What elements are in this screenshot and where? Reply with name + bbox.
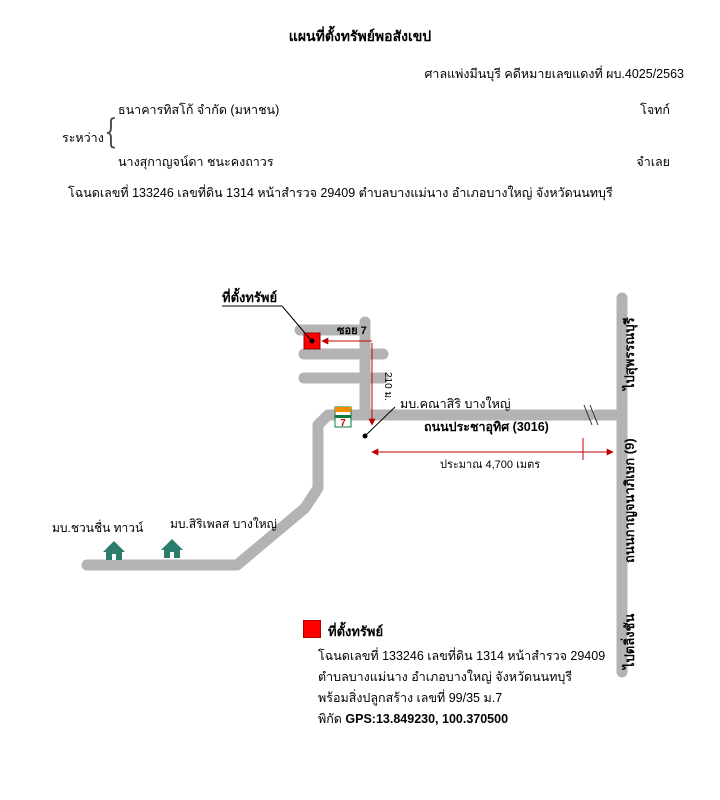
property-dot bbox=[309, 338, 315, 344]
village-2-label: มบ.สิริเพลส บางใหญ่ bbox=[170, 517, 277, 531]
distance-4700-label: ประมาณ 4,700 เมตร bbox=[440, 459, 540, 471]
store-logo: 7 bbox=[340, 418, 346, 429]
house-icon bbox=[103, 541, 125, 560]
road-break-icon bbox=[583, 404, 599, 426]
plaintiff-name: ธนาคารทิสโก้ จำกัด (มหาชน) bbox=[118, 103, 280, 117]
page-title: แผนที่ตั้งทรัพย์พอสังเขป bbox=[288, 28, 432, 44]
legend-property-swatch bbox=[303, 620, 321, 638]
road-main-label: ถนนประชาอุทิศ (3016) bbox=[424, 420, 549, 435]
to-south-label: ไปตลิ่งชัน bbox=[620, 614, 637, 671]
legend-line-2: ตำบลบางแม่นาง อำเภอบางใหญ่ จังหวัดนนทบุร… bbox=[318, 670, 573, 684]
plaintiff-role: โจทก์ bbox=[640, 103, 670, 117]
road-main-west bbox=[81, 409, 596, 571]
road-network bbox=[81, 292, 628, 678]
village-main-label: มบ.คณาสิริ บางใหญ่ bbox=[400, 397, 511, 411]
legend-line-1: โฉนดเลขที่ 133246 เลขที่ดิน 1314 หน้าสำร… bbox=[318, 649, 606, 663]
defendant-role: จำเลย bbox=[636, 155, 670, 169]
to-north-label: ไปสุพรรณบุรี bbox=[621, 317, 638, 392]
village-main-pointer bbox=[364, 406, 396, 437]
soi-label: ซอย 7 bbox=[337, 325, 367, 337]
brace-icon: { bbox=[104, 112, 118, 152]
legend-gps-line: พิกัด GPS:13.849230, 100.370500 bbox=[318, 709, 508, 729]
village-main-dot bbox=[362, 433, 368, 439]
house-icon bbox=[161, 539, 183, 558]
defendant-name: นางสุกาญจน์ดา ชนะคงถาวร bbox=[118, 155, 274, 169]
legend-gps-value: GPS:13.849230, 100.370500 bbox=[345, 712, 509, 726]
between-label: ระหว่าง bbox=[62, 131, 104, 145]
deed-line: โฉนดเลขที่ 133246 เลขที่ดิน 1314 หน้าสำร… bbox=[68, 186, 613, 200]
court-case-line: ศาลแพ่งมีนบุรี คดีหมายเลขแดงที่ ผบ.4025/… bbox=[424, 67, 684, 81]
property-callout-line bbox=[281, 305, 311, 340]
distance-210-label: 210 ม. bbox=[382, 372, 393, 401]
road-vertical-label: ถนนกาญจนาภิเษก (9) bbox=[622, 438, 638, 563]
convenience-store-icon: 7 bbox=[334, 406, 352, 429]
legend-line-3: พร้อมสิ่งปลูกสร้าง เลขที่ 99/35 ม.7 bbox=[318, 691, 503, 705]
village-1-label: มบ.ชวนชื่น ทาวน์ bbox=[52, 519, 143, 535]
legend-title: ที่ตั้งทรัพย์ bbox=[328, 624, 384, 639]
property-label: ที่ตั้งทรัพย์ bbox=[222, 287, 277, 305]
legend-gps-prefix: พิกัด bbox=[318, 712, 346, 726]
